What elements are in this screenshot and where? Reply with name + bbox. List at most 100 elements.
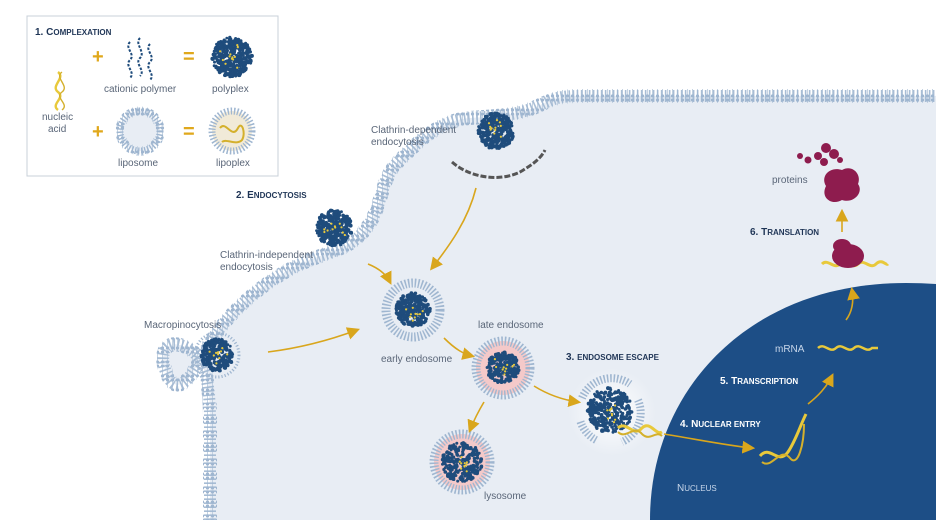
nucleic-acid-bead xyxy=(610,412,614,415)
polymer-bead xyxy=(472,456,477,461)
polymer-bead xyxy=(508,367,513,372)
polymer-bead xyxy=(233,44,237,48)
polymer-bead xyxy=(401,295,405,299)
arrow-independent-to-early xyxy=(367,263,392,285)
polymer-bead xyxy=(483,121,487,126)
polymer-bead xyxy=(596,416,601,421)
polymer-bead xyxy=(203,342,208,346)
polymer-bead xyxy=(413,302,417,307)
nucleic-acid-bead xyxy=(341,231,344,234)
polymer-bead xyxy=(599,413,604,417)
protein-chain-icon xyxy=(797,143,843,166)
nucleic-acid-bead xyxy=(215,351,218,354)
polymer-bead xyxy=(589,398,593,403)
nucleic-acid-bead xyxy=(495,119,499,122)
nucleic-acid-bead xyxy=(499,135,502,138)
polymer-bead xyxy=(469,446,473,450)
nucleic-acid-bead xyxy=(463,464,466,468)
arrow-mrna-to-cyto xyxy=(845,286,860,321)
polymer-bead xyxy=(623,399,627,403)
polymer-bead xyxy=(462,470,467,475)
polymer-bead xyxy=(461,477,465,481)
nucleic-acid-icon xyxy=(54,71,65,111)
polymer-bead xyxy=(228,61,233,65)
polymer-bead xyxy=(510,136,515,140)
polymer-bead xyxy=(455,463,459,466)
polymer-bead xyxy=(220,356,225,361)
polymer-bead xyxy=(503,125,507,129)
polymer-bead xyxy=(454,474,458,477)
polymer-bead xyxy=(505,125,510,130)
polymer-bead xyxy=(499,129,504,134)
polymer-bead xyxy=(507,379,511,383)
polymer-bead xyxy=(613,390,618,395)
polymer-bead xyxy=(349,230,354,235)
nucleic-acid-bead xyxy=(493,132,496,135)
polymer-bead xyxy=(487,364,491,368)
polymer-bead xyxy=(210,344,215,348)
polymer-bead xyxy=(463,479,467,483)
polymer-bead xyxy=(336,233,341,237)
nucleic-acid-bead xyxy=(338,222,341,225)
polymer-bead xyxy=(470,467,474,471)
polymer-bead xyxy=(617,398,621,403)
polyplex-lysosome xyxy=(440,441,484,483)
arrow-clathrin-to-early xyxy=(430,187,477,271)
polymer-bead xyxy=(496,368,500,373)
polymer-bead xyxy=(449,456,454,460)
polymer-bead xyxy=(343,239,347,243)
polymer-bead xyxy=(345,220,349,224)
nucleic-acid-bead xyxy=(614,418,617,421)
polymer-bead xyxy=(591,405,595,409)
polymer-bead xyxy=(414,299,418,303)
nucleic-acid-label-2: acid xyxy=(48,124,66,135)
polymer-bead xyxy=(618,391,623,396)
nucleic-acid-bead xyxy=(323,228,326,231)
polymer-bead xyxy=(443,466,447,469)
polymer-bead xyxy=(606,397,610,402)
step-transcription: 5. TRANSCRIPTION xyxy=(720,376,798,387)
nucleic-acid-bead xyxy=(421,310,424,313)
polymer-bead xyxy=(226,363,230,368)
polymer-bead xyxy=(409,297,414,302)
polymer-bead xyxy=(428,306,432,311)
arrow-late-to-escape xyxy=(533,385,582,407)
polymer-bead xyxy=(207,353,211,357)
late-endosome-label: late endosome xyxy=(478,320,544,331)
polymer-bead xyxy=(484,142,489,147)
lysosome-label: lysosome xyxy=(484,491,527,502)
polymer-bead xyxy=(497,356,500,359)
step-nuclear-entry: 4. NUCLEAR ENTRY xyxy=(680,419,761,430)
polymer-bead xyxy=(452,444,456,449)
polymer-bead xyxy=(347,218,352,222)
polymer-bead xyxy=(609,397,613,402)
polymer-bead xyxy=(448,468,453,473)
cationic-polymer-label: cationic polymer xyxy=(104,84,177,95)
polymer-bead xyxy=(502,113,506,117)
polymer-bead xyxy=(426,313,430,317)
clathrin-dependent-label-2: endocytosis xyxy=(371,137,424,148)
arrow-macro-to-early xyxy=(267,327,361,353)
polymer-bead xyxy=(449,448,453,452)
macropinocytosis-vesicle xyxy=(193,331,241,379)
polymer-bead xyxy=(220,63,224,67)
polymer-bead xyxy=(316,225,320,230)
liposome-label: liposome xyxy=(118,158,158,169)
polymer-bead xyxy=(477,125,481,129)
liposome-icon xyxy=(115,106,165,156)
polymer-bead xyxy=(479,134,483,139)
polymer-bead xyxy=(487,369,491,373)
polymer-bead xyxy=(217,67,221,71)
polymer-bead xyxy=(602,404,606,408)
polymer-bead xyxy=(514,372,518,376)
polymer-bead xyxy=(217,359,221,363)
polymer-bead xyxy=(217,344,222,349)
nucleic-acid-bead xyxy=(411,306,414,309)
polymer-bead xyxy=(217,40,221,45)
polymer-bead xyxy=(605,413,609,417)
polymer-bead xyxy=(329,216,333,220)
nucleic-acid-bead xyxy=(331,228,334,231)
polymer-bead xyxy=(513,368,518,372)
nucleic-acid-bead xyxy=(405,308,408,311)
